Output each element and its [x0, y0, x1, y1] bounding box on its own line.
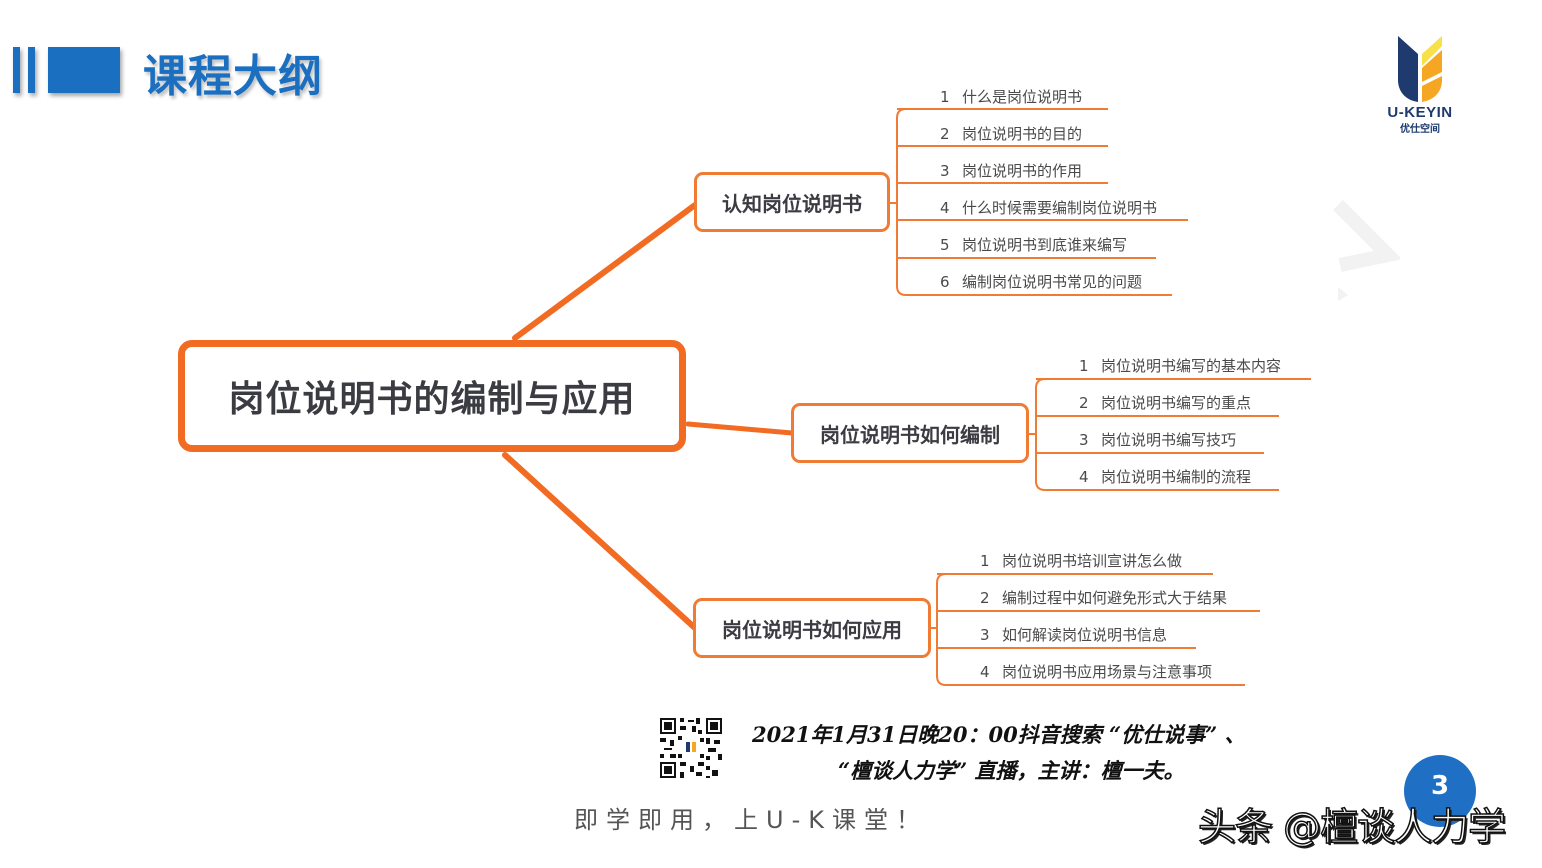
faint-arrow-watermark-icon: [1333, 200, 1400, 301]
leaf-num: 1: [980, 552, 990, 570]
branch-node-recognize: 认知岗位说明书: [694, 172, 890, 232]
header-stripe-1: [13, 47, 20, 93]
live-announcement-line1: 2021年1月31日晚20：00抖音搜索 “优仕说事” 、: [752, 722, 1246, 747]
branch-node-compile: 岗位说明书如何编制: [791, 403, 1029, 463]
leaf-text: 什么是岗位说明书: [962, 88, 1083, 106]
leaf-item: 3 如何解读岗位说明书信息: [980, 624, 1167, 645]
leaf-num: 6: [940, 273, 950, 291]
logo-brand: U-KEYIN: [1387, 104, 1453, 121]
leaf-text: 什么时候需要编制岗位说明书: [962, 199, 1158, 217]
page-number-badge: 3: [1404, 755, 1476, 827]
leaf-text: 编制过程中如何避免形式大于结果: [1002, 589, 1228, 607]
leaf-item: 1 岗位说明书培训宣讲怎么做: [980, 550, 1182, 571]
branch-node-apply: 岗位说明书如何应用: [693, 598, 931, 658]
leaf-item: 6 编制岗位说明书常见的问题: [940, 271, 1142, 292]
leaf-num: 4: [1079, 468, 1089, 486]
leaf-text: 如何解读岗位说明书信息: [1002, 626, 1168, 644]
mindmap-root-node: 岗位说明书的编制与应用: [178, 340, 686, 452]
leaf-item: 1 什么是岗位说明书: [940, 86, 1082, 107]
leaf-text: 岗位说明书的作用: [962, 162, 1083, 180]
leaf-num: 5: [940, 236, 950, 254]
slogan: 即学即用，上U-K课堂！: [574, 806, 928, 834]
u-keyin-logo-icon: [1398, 36, 1442, 102]
leaf-num: 3: [1079, 431, 1089, 449]
header-block: [48, 47, 120, 93]
leaf-num: 2: [980, 589, 990, 607]
leaf-num: 1: [940, 88, 950, 106]
leaf-text: 岗位说明书编写的重点: [1101, 394, 1252, 412]
leaf-text: 岗位说明书到底谁来编写: [962, 236, 1128, 254]
qr-code-icon[interactable]: [658, 716, 724, 780]
leaf-num: 3: [940, 162, 950, 180]
leaf-item: 5 岗位说明书到底谁来编写: [940, 234, 1127, 255]
leaf-text: 岗位说明书培训宣讲怎么做: [1002, 552, 1183, 570]
leaf-text: 岗位说明书的目的: [962, 125, 1083, 143]
leaf-item: 3 岗位说明书编写技巧: [1079, 429, 1236, 450]
leaf-item: 4 岗位说明书应用场景与注意事项: [980, 661, 1212, 682]
leaf-item: 4 岗位说明书编制的流程: [1079, 466, 1251, 487]
leaf-num: 2: [940, 125, 950, 143]
leaf-item: 1 岗位说明书编写的基本内容: [1079, 355, 1281, 376]
leaf-num: 4: [980, 663, 990, 681]
leaf-text: 岗位说明书应用场景与注意事项: [1002, 663, 1213, 681]
leaf-text: 岗位说明书编制的流程: [1101, 468, 1252, 486]
leaf-item: 2 岗位说明书编写的重点: [1079, 392, 1251, 413]
leaf-text: 岗位说明书编写技巧: [1101, 431, 1237, 449]
leaf-num: 2: [1079, 394, 1089, 412]
leaf-item: 2 编制过程中如何避免形式大于结果: [980, 587, 1227, 608]
leaf-num: 3: [980, 626, 990, 644]
leaf-text: 编制岗位说明书常见的问题: [962, 273, 1143, 291]
header-stripe-2: [28, 47, 35, 93]
leaf-text: 岗位说明书编写的基本内容: [1101, 357, 1282, 375]
leaf-num: 4: [940, 199, 950, 217]
toutiao-watermark: 头条 @檀谈人力学: [1197, 804, 1507, 850]
leaf-num: 1: [1079, 357, 1089, 375]
leaf-item: 3 岗位说明书的作用: [940, 160, 1082, 181]
logo-subtitle: 优仕空间: [1400, 124, 1440, 135]
leaf-item: 2 岗位说明书的目的: [940, 123, 1082, 144]
page-title: 课程大纲: [143, 51, 323, 102]
leaf-item: 4 什么时候需要编制岗位说明书: [940, 197, 1157, 218]
live-announcement-line2: “檀谈人力学” 直播，主讲：檀一夫。: [838, 758, 1185, 783]
